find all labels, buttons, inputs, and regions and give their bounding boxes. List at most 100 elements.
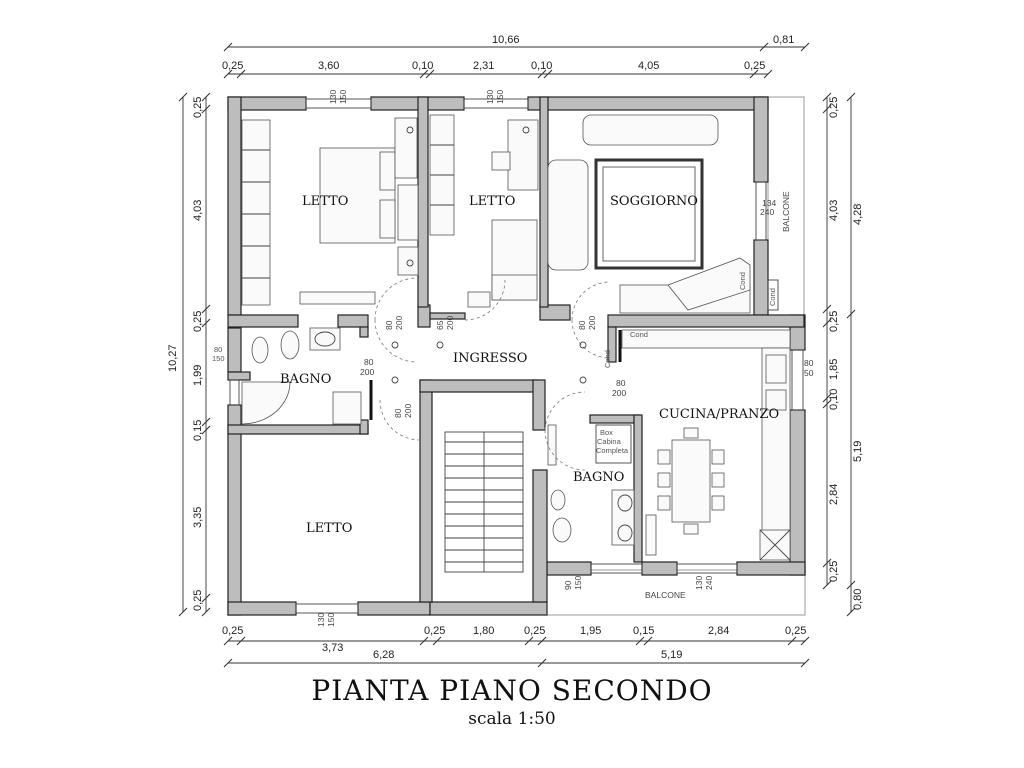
cond-label-2: Cond [768, 288, 777, 306]
door-5-height: 200 [403, 404, 413, 418]
shower-label-1: Box [600, 428, 613, 437]
dim-bottom-5: 0,25 [524, 625, 545, 637]
shower-label-2: Cabina [597, 437, 622, 446]
dim-bottom-2: 3,73 [322, 642, 343, 654]
dim-left-total: 10,27 [167, 344, 179, 372]
dim-top-extra: 0,81 [773, 34, 794, 46]
dim-bottom-4: 1,80 [473, 625, 494, 637]
window-3-height: 150 [326, 613, 336, 627]
dimensions-right: 0,25 4,03 0,25 1,85 0,10 2,84 0,25 4,28 … [822, 92, 864, 617]
dim-bottom-3: 0,25 [424, 625, 445, 637]
dimensions-left: 10,27 0,25 4,03 0,25 1,99 0,15 3,35 0,25… [167, 92, 225, 617]
bedroom-2-furniture [429, 114, 539, 308]
door-5-width: 80 [393, 408, 403, 418]
window-left-height: 150 [212, 354, 225, 363]
room-label-living: SOGGIORNO [610, 194, 698, 209]
window-2-width: 130 [485, 90, 495, 104]
cond-label-4: Cond [603, 350, 612, 368]
cond-label-1: Cond [738, 272, 747, 290]
room-label-bathroom-1: BAGNO [280, 372, 331, 387]
window-4-width: 90 [563, 580, 573, 590]
dim-top-2: 3,60 [318, 60, 339, 72]
walls [227, 96, 806, 616]
bathroom-1-furniture [241, 327, 362, 425]
bedroom-1-furniture [241, 117, 419, 306]
room-label-balcony-1: BALCONE [781, 191, 791, 232]
dim-bottom-total-right: 5,19 [661, 649, 682, 661]
dim-top-4: 2,31 [473, 60, 494, 72]
door-1-width: 80 [384, 320, 394, 330]
room-label-bedroom-3: LETTO [306, 521, 352, 536]
window-6-height: 240 [760, 207, 774, 217]
dim-bottom-7: 0,15 [633, 625, 654, 637]
dim-bottom-total-left: 6,28 [373, 649, 394, 661]
dim-right-6: 2,84 [828, 484, 840, 505]
dim-left-5: 0,15 [192, 420, 204, 441]
window-7-width: 80 [804, 358, 814, 368]
window-7-height: 50 [804, 368, 814, 378]
dim-bottom-1: 0,25 [222, 625, 243, 637]
door-swings [374, 277, 611, 471]
shower-label-3: Completa [596, 446, 629, 455]
dim-right-1: 0,25 [828, 97, 840, 118]
window-5-height: 240 [704, 576, 714, 590]
door-1-height: 200 [394, 316, 404, 330]
dim-left-1: 0,25 [192, 97, 204, 118]
door-6-width: 80 [616, 378, 626, 388]
dim-right-7: 0,25 [828, 561, 840, 582]
window-4-height: 150 [573, 576, 583, 590]
door-6-height: 200 [612, 388, 626, 398]
room-label-bedroom-2: LETTO [469, 194, 515, 209]
bathroom-2-furniture: Box Cabina Completa [547, 424, 635, 546]
opening-labels: 130 150 130 150 130 150 90 150 130 240 1… [316, 90, 814, 627]
dim-right-total-mid: 5,19 [852, 441, 864, 462]
staircase [444, 431, 524, 573]
door-4-height: 200 [360, 367, 374, 377]
kitchen-furniture: Cond Cond [603, 329, 791, 561]
dim-right-5: 0,10 [828, 389, 840, 410]
windows [229, 98, 804, 614]
dim-right-4: 1,85 [828, 359, 840, 380]
dim-right-3: 0,25 [828, 311, 840, 332]
window-5-width: 130 [694, 576, 704, 590]
room-labels: LETTO LETTO LETTO SOGGIORNO INGRESSO BAG… [280, 191, 791, 600]
window-1-height: 150 [338, 90, 348, 104]
dim-top-5: 0,10 [531, 60, 552, 72]
dim-top-total: 10,66 [492, 34, 520, 46]
dim-left-4: 1,99 [192, 365, 204, 386]
dim-top-1: 0,25 [222, 60, 243, 72]
dim-top-7: 0,25 [744, 60, 765, 72]
dim-left-3: 0,25 [192, 311, 204, 332]
window-3-width: 130 [316, 613, 326, 627]
dim-left-7: 0,25 [192, 590, 204, 611]
living-room-furniture: Cond Cond [547, 114, 779, 314]
door-4-width: 80 [364, 357, 374, 367]
dim-right-total-top: 4,28 [852, 204, 864, 225]
dim-top-3: 0,10 [412, 60, 433, 72]
door-2-height: 200 [445, 316, 455, 330]
dim-bottom-6: 1,95 [580, 625, 601, 637]
dim-bottom-8: 2,84 [708, 625, 729, 637]
dim-left-2: 4,03 [192, 200, 204, 221]
room-label-kitchen: CUCINA/PRANZO [659, 407, 779, 422]
door-2-width: 65 [435, 320, 445, 330]
cond-label-3: Cond [630, 330, 648, 339]
room-label-bedroom-1: LETTO [302, 194, 348, 209]
dim-bottom-9: 0,25 [785, 625, 806, 637]
plan-scale: scala 1:50 [468, 709, 556, 729]
plan-title: PIANTA PIANO SECONDO [311, 674, 713, 707]
room-label-balcony-2: BALCONE [645, 590, 686, 600]
window-left-width: 80 [214, 345, 222, 354]
room-label-bathroom-2: BAGNO [573, 470, 624, 485]
dimensions-bottom: 0,25 3,73 0,25 1,80 0,25 1,95 0,15 2,84 … [222, 625, 810, 668]
window-2-height: 150 [495, 90, 505, 104]
dim-right-2: 4,03 [828, 200, 840, 221]
window-6-width: 134 [762, 198, 776, 208]
room-label-entrance: INGRESSO [453, 351, 527, 366]
dim-right-total-bot: 0,80 [852, 589, 864, 610]
door-3-height: 200 [587, 316, 597, 330]
door-3-width: 80 [577, 320, 587, 330]
dim-top-6: 4,05 [638, 60, 659, 72]
dimensions-top: 10,66 0,81 0,25 3,60 0,10 2,31 0,10 4,05… [222, 34, 810, 79]
